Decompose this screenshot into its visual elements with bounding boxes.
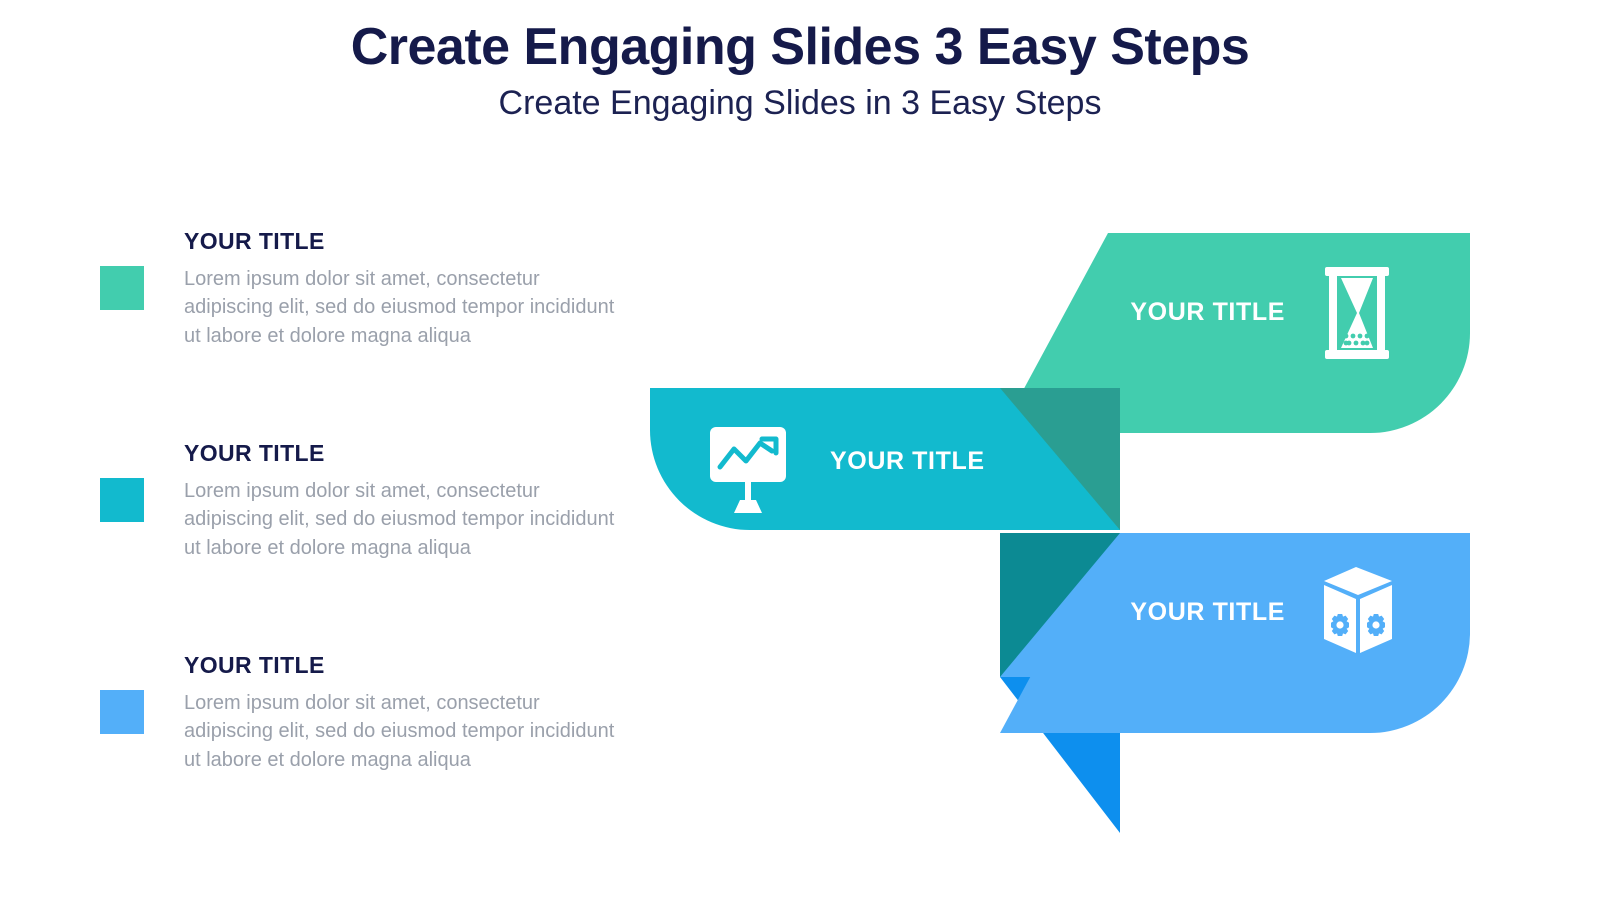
legend-body-2: YOUR TITLE Lorem ipsum dolor sit amet, c… (184, 440, 630, 562)
header: Create Engaging Slides 3 Easy Steps Crea… (0, 0, 1600, 122)
legend-title-3: YOUR TITLE (184, 652, 325, 678)
legend-swatch-1 (100, 266, 144, 310)
list-item[interactable]: YOUR TITLE Lorem ipsum dolor sit amet, c… (100, 652, 630, 842)
legend-swatch-3 (100, 690, 144, 734)
band-teal-label: YOUR TITLE (830, 447, 985, 475)
legend-list: YOUR TITLE Lorem ipsum dolor sit amet, c… (100, 228, 630, 842)
cube-gears-icon (1324, 567, 1392, 653)
band-overlap-teal-blue-notch (1000, 533, 1120, 677)
ribbon-diagram: YOUR TITLE (630, 215, 1500, 855)
legend-swatch-2 (100, 478, 144, 522)
band-green-label: YOUR TITLE (1130, 298, 1285, 326)
page-title: Create Engaging Slides 3 Easy Steps (350, 18, 1250, 76)
band-green[interactable]: YOUR TITLE (1000, 233, 1470, 433)
legend-body-3: YOUR TITLE Lorem ipsum dolor sit amet, c… (184, 652, 630, 774)
legend-body-1: YOUR TITLE Lorem ipsum dolor sit amet, c… (184, 228, 630, 350)
legend-description-2: Lorem ipsum dolor sit amet, consectetur … (184, 480, 615, 559)
band-teal-shape (650, 388, 1120, 530)
list-item[interactable]: YOUR TITLE Lorem ipsum dolor sit amet, c… (100, 228, 630, 418)
legend-description-1: Lorem ipsum dolor sit amet, consectetur … (184, 268, 615, 347)
band-overlap-green-teal (1000, 388, 1120, 530)
legend-description-3: Lorem ipsum dolor sit amet, consectetur … (184, 692, 615, 771)
band-blue-label: YOUR TITLE (1130, 598, 1285, 626)
band-blue[interactable]: YOUR TITLE (1000, 533, 1470, 733)
band-teal[interactable]: YOUR TITLE (650, 388, 1120, 530)
list-item[interactable]: YOUR TITLE Lorem ipsum dolor sit amet, c… (100, 440, 630, 630)
page-subtitle: Create Engaging Slides in 3 Easy Steps (498, 83, 1102, 122)
hourglass-icon (1325, 267, 1389, 359)
monitor-chart-icon (710, 427, 786, 513)
legend-title-2: YOUR TITLE (184, 440, 325, 466)
legend-title-1: YOUR TITLE (184, 228, 325, 254)
